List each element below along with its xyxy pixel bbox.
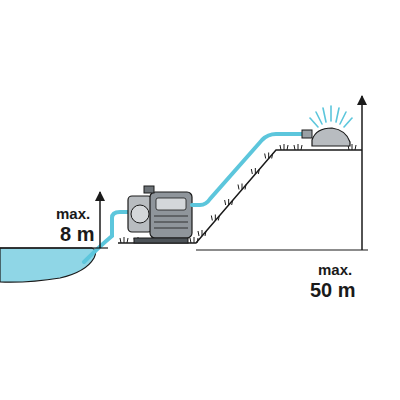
pressure-hose: [192, 134, 304, 205]
dimension-prefix: max.: [56, 206, 90, 221]
pump: [128, 186, 192, 243]
height-arrow: [361, 96, 363, 250]
grass-tufts: [120, 144, 356, 243]
dimension-value: 50 m: [310, 280, 356, 300]
dimension-prefix: max.: [318, 262, 352, 277]
sprinkler: [302, 106, 352, 146]
dimension-value: 8 m: [60, 224, 94, 244]
height-arrow: [99, 192, 101, 248]
water-pool: [0, 248, 96, 282]
